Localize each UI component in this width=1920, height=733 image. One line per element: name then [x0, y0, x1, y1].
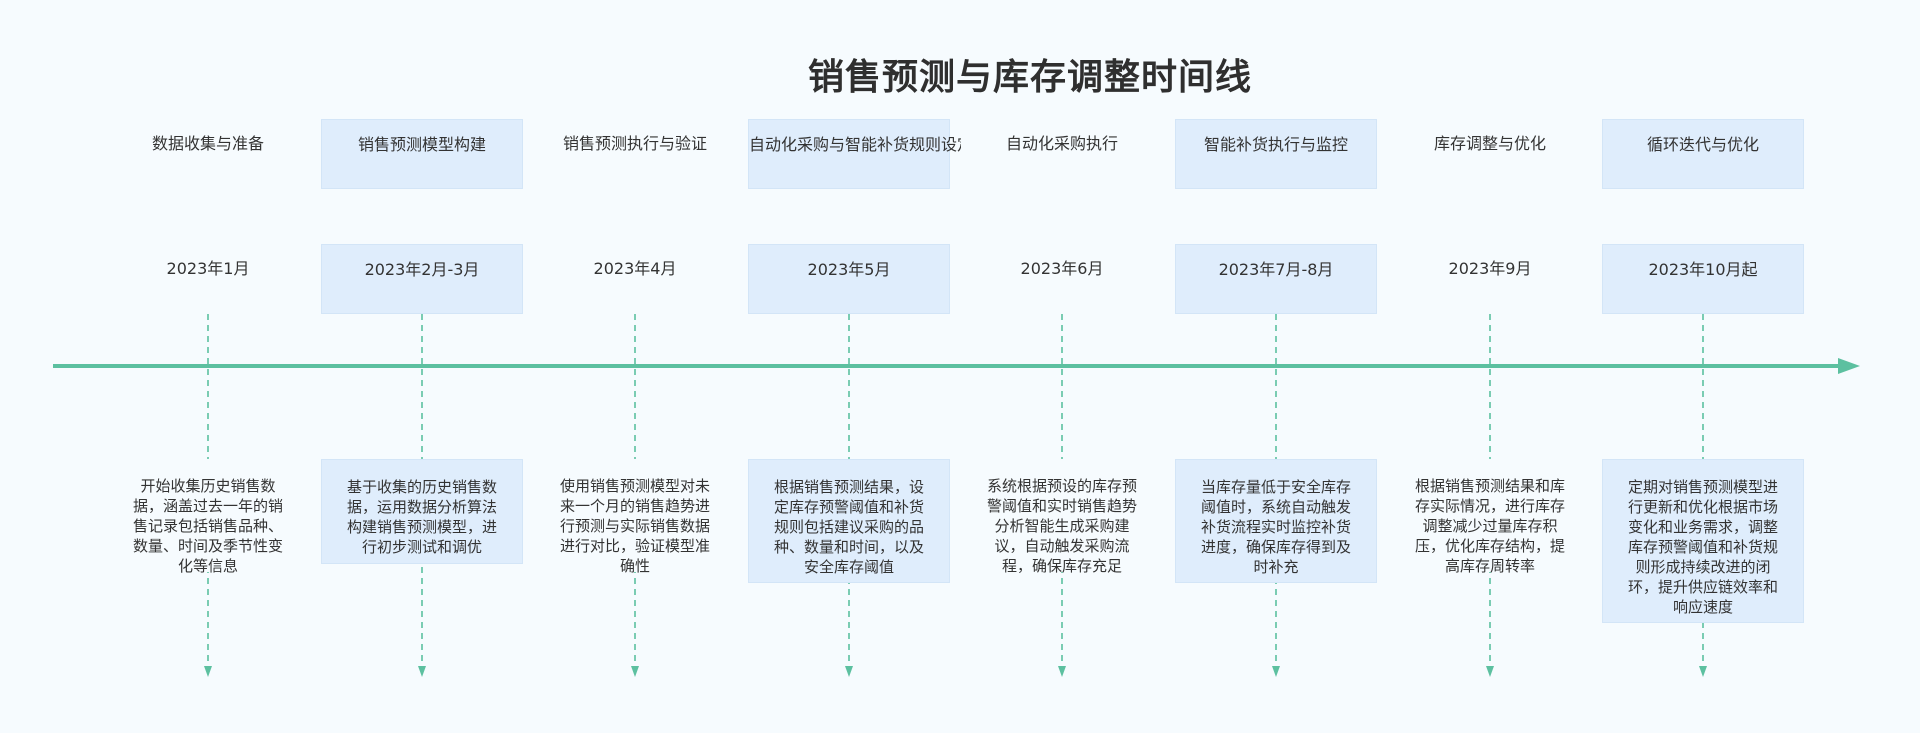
milestone-date: 2023年1月 [107, 244, 309, 314]
connector-arrowhead [631, 666, 639, 677]
timeline-arrowhead [1838, 358, 1860, 374]
milestone-description: 根据销售预测结果和库存实际情况，进行库存调整减少过量库存积压，优化库存结构，提高… [1389, 459, 1591, 575]
diagram-title: 销售预测与库存调整时间线 [807, 57, 1252, 98]
milestone-phase: 自动化采购执行 [961, 119, 1163, 189]
milestone-date: 2023年2月-3月 [321, 244, 523, 314]
milestone-description: 使用销售预测模型对未来一个月的销售趋势进行预测与实际销售数据进行对比，验证模型准… [534, 459, 736, 575]
milestone-date: 2023年5月 [748, 244, 950, 314]
milestone-description: 定期对销售预测模型进行更新和优化根据市场变化和业务需求，调整库存预警阈值和补货规… [1602, 459, 1804, 623]
milestone-date: 2023年4月 [534, 244, 736, 314]
milestone-description: 系统根据预设的库存预警阈值和实时销售趋势分析智能生成采购建议，自动触发采购流程，… [961, 459, 1163, 575]
milestone-description: 根据销售预测结果，设定库存预警阈值和补货规则包括建议采购的品种、数量和时间，以及… [748, 459, 950, 583]
milestone-date: 2023年7月-8月 [1175, 244, 1377, 314]
connector-arrowhead [418, 666, 426, 677]
milestone-date: 2023年6月 [961, 244, 1163, 314]
milestone-phase: 自动化采购与智能补货规则设定 [748, 119, 973, 189]
milestone-phase: 数据收集与准备 [107, 119, 309, 189]
connector-arrowhead [1272, 666, 1280, 677]
milestone-description: 开始收集历史销售数据，涵盖过去一年的销售记录包括销售品种、数量、时间及季节性变化… [107, 459, 309, 575]
connector-arrowhead [1058, 666, 1066, 677]
milestone-date: 2023年10月起 [1602, 244, 1804, 314]
milestone-phase: 库存调整与优化 [1389, 119, 1591, 189]
milestone-description: 当库存量低于安全库存阈值时，系统自动触发补货流程实时监控补货进度，确保库存得到及… [1175, 459, 1377, 583]
milestone-phase: 销售预测执行与验证 [534, 119, 736, 189]
milestone-description: 基于收集的历史销售数据，运用数据分析算法构建销售预测模型，进行初步测试和调优 [321, 459, 523, 564]
milestone-phase: 循环迭代与优化 [1602, 119, 1804, 189]
connector-arrowhead [1486, 666, 1494, 677]
milestone-phase: 销售预测模型构建 [321, 119, 523, 189]
connector-arrowhead [1699, 666, 1707, 677]
connector-arrowhead [845, 666, 853, 677]
milestone-date: 2023年9月 [1389, 244, 1591, 314]
milestone-phase: 智能补货执行与监控 [1175, 119, 1377, 189]
connector-arrowhead [204, 666, 212, 677]
